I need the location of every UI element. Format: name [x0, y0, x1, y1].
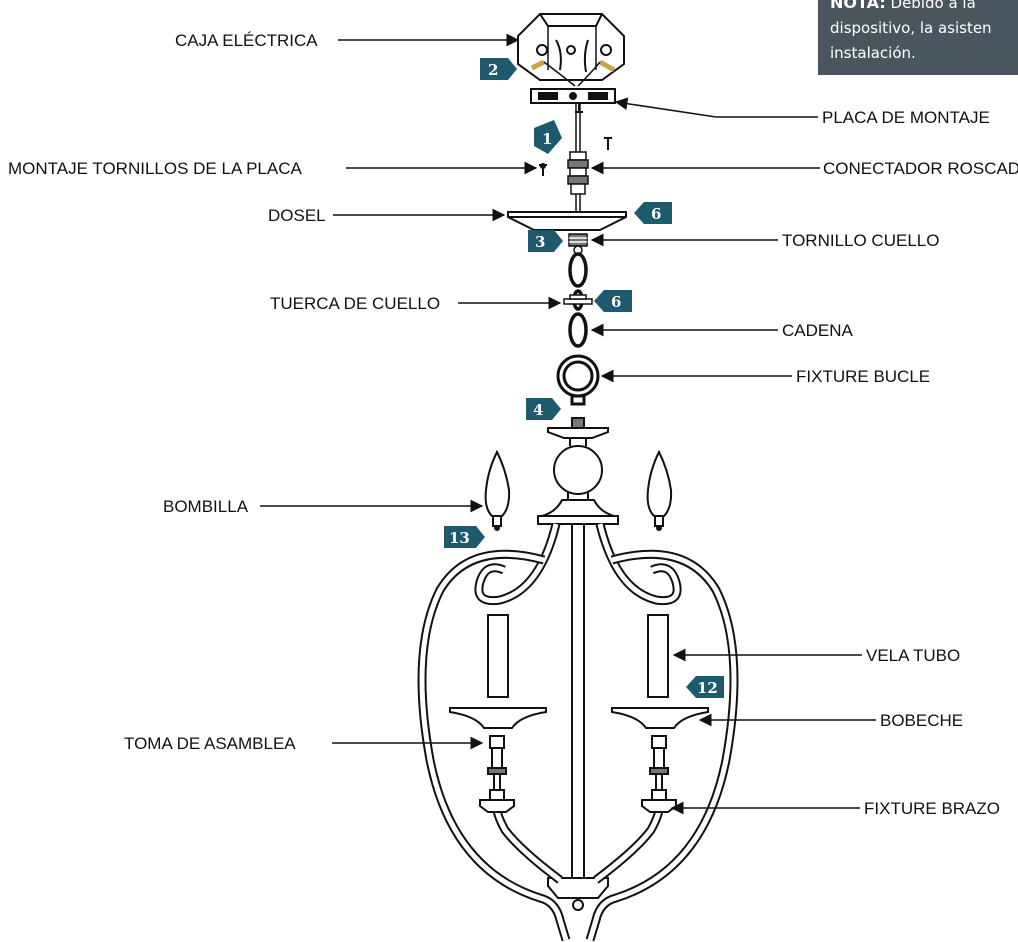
bobeche-left [449, 707, 547, 729]
mounting-plate [530, 88, 616, 113]
step-6-number-a: 6 [651, 205, 661, 223]
step-badge-1: 1 [534, 120, 562, 154]
label-dosel: DOSEL [268, 206, 326, 225]
leader-placa [614, 97, 818, 118]
chandelier-body [417, 417, 739, 942]
step-badge-6-nut: 6 [594, 290, 632, 312]
threaded-connector [567, 151, 589, 195]
label-cadena: CADENA [782, 321, 854, 340]
collar-screw [568, 233, 588, 255]
step-badge-12: 12 [686, 676, 724, 698]
label-caja-electrica: CAJA ELÉCTRICA [175, 31, 318, 50]
label-toma-de-asamblea: TOMA DE ASAMBLEA [124, 734, 296, 753]
label-tuerca-de-cuello: TUERCA DE CUELLO [270, 294, 440, 313]
label-bobeche: BOBECHE [880, 711, 963, 730]
collar-nut [563, 294, 593, 305]
step-3-number: 3 [535, 233, 545, 251]
label-placa-de-montaje: PLACA DE MONTAJE [822, 108, 990, 127]
socket-left [487, 735, 507, 790]
note-text-1: Debido a la [885, 0, 976, 12]
canopy [507, 211, 627, 231]
label-tornillo-cuello: TORNILLO CUELLO [782, 231, 939, 250]
bulb-right [646, 449, 673, 531]
bobeche-right [611, 707, 709, 729]
step-13-number: 13 [449, 529, 470, 547]
socket-right [649, 735, 669, 790]
step-4-number: 4 [533, 401, 543, 419]
note-bold: NOTA: [830, 0, 886, 12]
label-fixture-brazo: FIXTURE BRAZO [864, 799, 1000, 818]
step-badge-13: 13 [444, 526, 485, 548]
fixture-loop [556, 354, 600, 406]
step-2-number: 2 [488, 61, 498, 79]
label-vela-tubo: VELA TUBO [866, 646, 960, 665]
note-line-2: dispositivo, la asisten [830, 19, 992, 37]
step-6-number-b: 6 [611, 293, 621, 311]
step-badge-4: 4 [526, 398, 561, 420]
plate-screw-right [604, 137, 612, 150]
label-fixture-bucle: FIXTURE BUCLE [796, 367, 930, 386]
step-badge-6-canopy: 6 [634, 202, 672, 224]
label-conectador-roscado: CONECTADOR ROSCADO [823, 159, 1018, 178]
note-line-3: instalación. [830, 44, 916, 62]
bulb-left [484, 449, 511, 531]
note-line-1: NOTA: Debido a la [830, 0, 1018, 16]
candle-tube-left [487, 614, 509, 698]
plate-screw-left [539, 163, 547, 176]
step-badge-2: 2 [480, 58, 517, 80]
step-12-number: 12 [697, 679, 718, 697]
note-box: NOTA: Debido a la dispositivo, la asiste… [818, 0, 1018, 75]
electrical-box [517, 13, 625, 87]
candle-tube-right [647, 614, 669, 698]
label-bombilla: BOMBILLA [163, 497, 249, 516]
step-1-number: 1 [542, 130, 552, 148]
step-badge-3: 3 [528, 230, 563, 252]
label-montaje-tornillos: MONTAJE TORNILLOS DE LA PLACA [8, 159, 302, 178]
